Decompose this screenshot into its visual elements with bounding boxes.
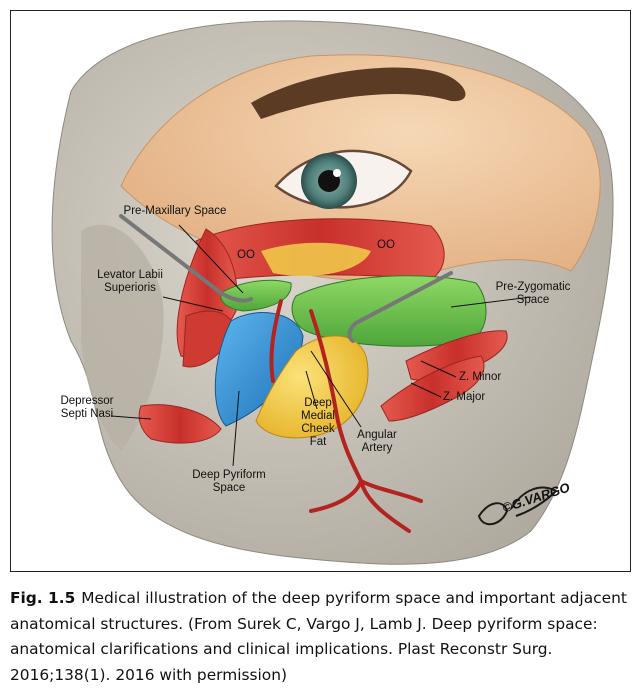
zygomaticus-major-muscle (380, 355, 485, 422)
retractor-left (119, 214, 253, 303)
label-oo-right: OO (377, 239, 395, 251)
sub-orbicularis-fat (261, 242, 371, 277)
label-deep-pyriform-space: Deep Pyriform Space (192, 469, 266, 494)
label-oo-left: OO (237, 249, 255, 261)
label-depressor-septi-nasi: Depressor Septi Nasi (60, 395, 114, 420)
label-angular-artery: Angular Artery (357, 429, 397, 454)
label-z-minor: Z. Minor (459, 371, 502, 383)
eye-highlight (333, 169, 341, 177)
label-levator-labii-superioris: Levator Labii Superioris (97, 269, 163, 294)
figure-frame: Pre-Maxillary Space Levator Labii Superi… (10, 10, 631, 572)
anatomical-illustration (51, 20, 614, 565)
label-pre-zygomatic-space: Pre-Zygomatic Space (495, 281, 571, 306)
nasal-aperture (81, 224, 164, 451)
caption-text: Medical illustration of the deep pyrifor… (10, 589, 627, 684)
retractor-right (347, 271, 453, 343)
label-deep-medial-cheek-fat: Deep Medial Cheek Fat (301, 397, 335, 448)
label-z-major: Z. Major (443, 391, 486, 403)
eyebrow (251, 67, 466, 119)
signature-mark (477, 486, 558, 526)
label-pre-maxillary-space: Pre-Maxillary Space (123, 205, 227, 217)
angular-artery (269, 299, 423, 533)
pre-zygomatic-space (291, 275, 487, 347)
depressor-septi-nasi-muscle (138, 404, 222, 444)
figure-number: Fig. 1.5 (10, 589, 76, 607)
leader-lines (110, 224, 532, 467)
